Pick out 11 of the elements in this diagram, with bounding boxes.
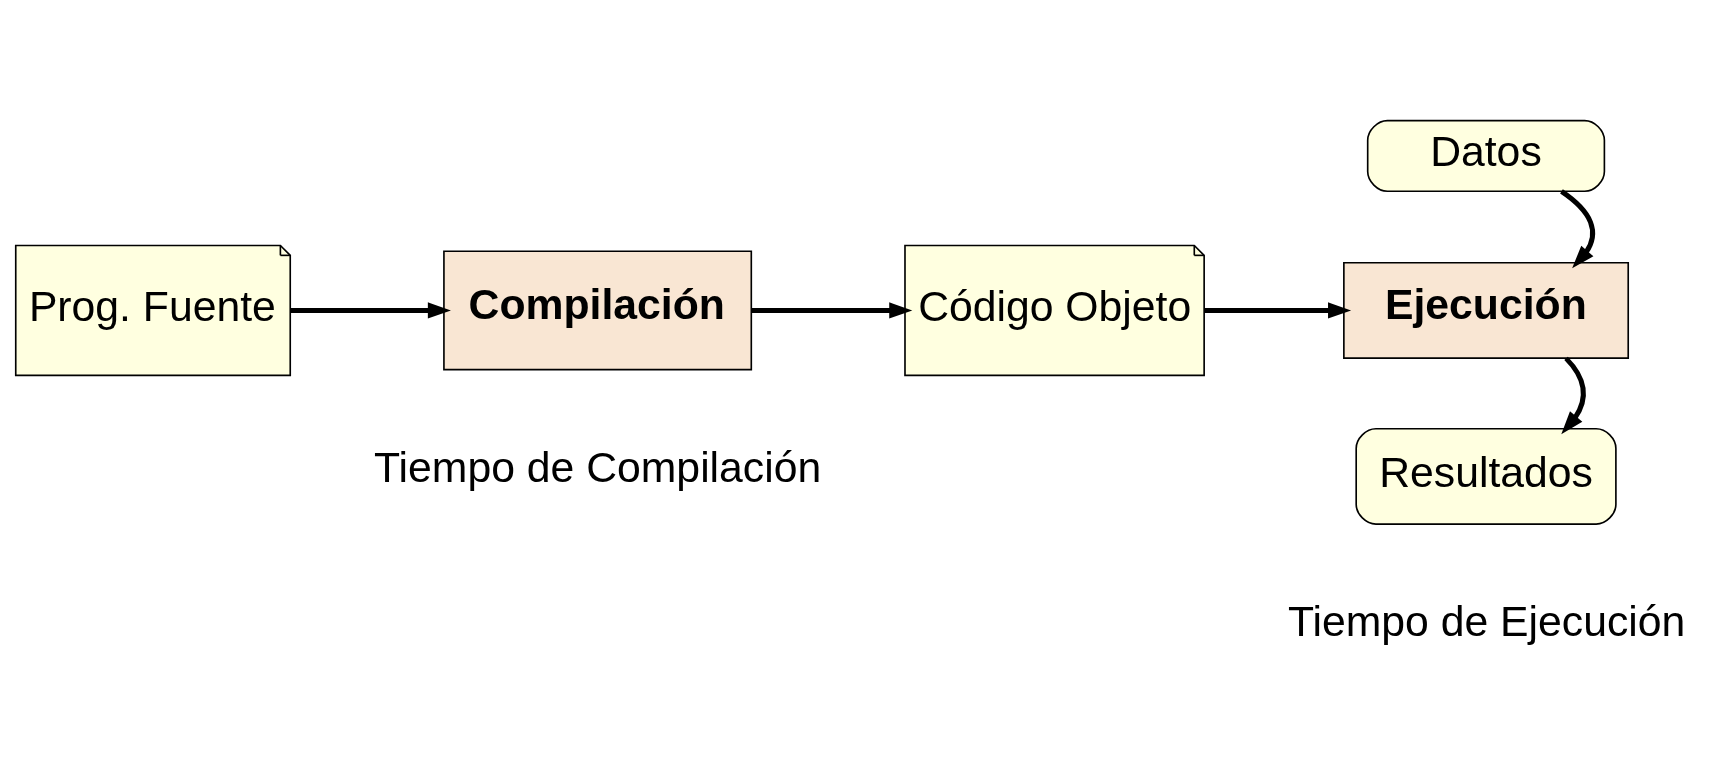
node-box: Datos bbox=[1366, 119, 1606, 193]
node-box: Ejecución bbox=[1343, 261, 1630, 359]
arrow bbox=[290, 302, 451, 319]
arrow bbox=[1204, 302, 1352, 319]
arrow bbox=[1560, 189, 1596, 269]
node-box: Resultados bbox=[1355, 427, 1617, 525]
arrow bbox=[751, 302, 913, 319]
arrow bbox=[1561, 356, 1586, 435]
label: Tiempo de Compilación bbox=[374, 442, 822, 491]
label: Tiempo de Ejecución bbox=[1287, 597, 1686, 646]
node-box: Compilación bbox=[443, 250, 753, 371]
